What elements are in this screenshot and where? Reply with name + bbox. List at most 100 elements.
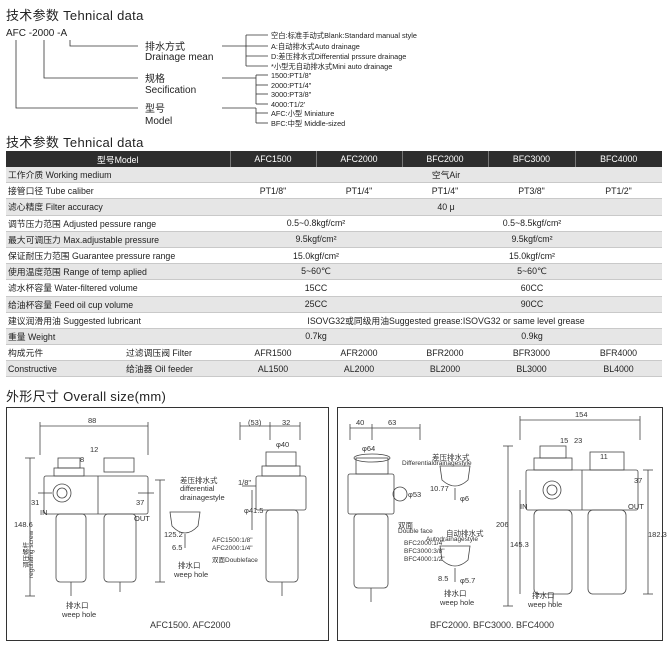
table-cell: PT1/2" bbox=[575, 182, 662, 200]
order-code-sep1: - bbox=[28, 28, 33, 39]
dim-label: 88 bbox=[88, 416, 97, 425]
section-title-3: 外形尺寸 Overall size(mm) bbox=[6, 389, 167, 404]
row-label: 最大可调压力 Max.adjustable pressure bbox=[6, 231, 230, 248]
dim-label: φ53 bbox=[408, 490, 422, 499]
row-label: 给油杯容量 Feed oil cup volume bbox=[6, 296, 230, 313]
drawing-caption-right: BFC2000. BFC3000. BFC4000 bbox=[430, 620, 555, 630]
table-cell: 9.5kgf/cm² bbox=[402, 231, 662, 248]
doubleface-cn: 双面 bbox=[398, 521, 413, 530]
construct-item-name: 过滤调压阀 Filter bbox=[126, 348, 192, 359]
dim-label: 31 bbox=[31, 498, 40, 507]
order-code-sep2: - bbox=[57, 28, 61, 39]
table-cell: 0.7kg bbox=[230, 328, 402, 346]
order-code-prefix: AFC bbox=[6, 28, 26, 39]
spec-option: 1500:PT1/8" bbox=[271, 71, 312, 80]
weep-hole-right-cn: 排水口 bbox=[444, 589, 467, 598]
diff-drain-right-cn: 差压排水式 bbox=[432, 453, 470, 462]
table-cell: 15.0kgf/cm² bbox=[230, 247, 402, 265]
bfc-note: BFC2000:1/4" bbox=[404, 540, 445, 547]
in-label-right: IN bbox=[520, 502, 528, 511]
dim-label: φ5.7 bbox=[460, 576, 476, 585]
table-cell: BFR2000 bbox=[402, 344, 488, 362]
table-cell: 0.9kg bbox=[402, 328, 662, 346]
header-cell: 型号Model bbox=[6, 151, 230, 167]
order-code-leader-lines bbox=[15, 34, 268, 124]
dim-label: φ6 bbox=[460, 494, 470, 503]
table-cell: AFR1500 bbox=[230, 344, 316, 362]
drain-option: D:差压排水式Differential prssure drainage bbox=[271, 52, 407, 61]
header-cell: AFC2000 bbox=[315, 151, 402, 167]
drawing-frame-left bbox=[6, 407, 329, 641]
dim-label: φ64 bbox=[362, 444, 376, 453]
table-cell: PT1/8" bbox=[230, 182, 316, 200]
in-label: IN bbox=[40, 508, 48, 517]
drain-option: A:自动排水式Auto drainage bbox=[271, 42, 360, 51]
row-label: 保证耐压力范围 Guarantee pressure range bbox=[6, 247, 230, 265]
row-label: 接管口径 Tube caliber bbox=[6, 182, 230, 200]
order-code: AFC -2000 -A bbox=[6, 28, 67, 39]
table-cell: ISOVG32或同级用油Suggested grease:ISOVG32 or … bbox=[230, 312, 662, 329]
model-label-cn: 型号 bbox=[145, 104, 165, 115]
row-label: 滤心精度 Filter accuracy bbox=[6, 198, 230, 216]
table-cell: PT1/4" bbox=[402, 182, 488, 200]
dim-label: 145.3 bbox=[510, 540, 529, 549]
construct-label: Constructive 给油器 Oil feeder bbox=[6, 360, 230, 378]
regulating-screw-en: regulating screw bbox=[28, 530, 35, 578]
table-cell: AL1500 bbox=[230, 360, 316, 378]
drainage-label-cn: 排水方式 bbox=[145, 42, 185, 53]
spec-label-en: Secification bbox=[145, 85, 197, 96]
weep-hole-front-cn: 排水口 bbox=[532, 591, 555, 600]
section-title-1: 技术参数 Tehnical data bbox=[6, 8, 144, 23]
weep-hole-label-cn: 排水口 bbox=[66, 601, 89, 610]
diff-drain-label-en1: differential bbox=[180, 484, 215, 493]
table-cell: 15CC bbox=[230, 279, 402, 297]
construct-item-name: 给油器 Oil feeder bbox=[126, 364, 193, 375]
dim-label: (53) bbox=[248, 418, 262, 427]
section-title-2: 技术参数 Tehnical data bbox=[6, 135, 144, 150]
construct-group-label: Constructive bbox=[8, 364, 57, 375]
dim-label: 8.5 bbox=[438, 574, 449, 583]
row-label: 调节压力范围 Adjusted pessure range bbox=[6, 215, 230, 232]
dim-label: 206 bbox=[496, 520, 509, 529]
table-cell: 60CC bbox=[402, 279, 662, 297]
auto-drain-en: Autodrainagestyle bbox=[426, 536, 479, 543]
row-label: 滤水杯容量 Water-filtered volume bbox=[6, 279, 230, 297]
dim-label: 148.6 bbox=[14, 520, 33, 529]
order-code-suffix: A bbox=[60, 28, 68, 39]
table-cell: BL4000 bbox=[575, 360, 662, 378]
row-label: 使用温度范围 Range of temp aplied bbox=[6, 263, 230, 281]
drain-option: *小型无自动排水式Mini auto drainage bbox=[271, 62, 393, 71]
dim-label: 32 bbox=[282, 418, 291, 427]
header-cell: AFC1500 bbox=[229, 151, 316, 167]
table-cell: 空气Air bbox=[230, 167, 662, 184]
auto-drain-cn: 自动排水式 bbox=[446, 529, 484, 538]
dim-label: 63 bbox=[388, 418, 397, 427]
header-cell: BFC2000 bbox=[401, 151, 488, 167]
dim-label: 182.3 bbox=[648, 530, 667, 539]
construct-group-label: 构成元件 bbox=[8, 348, 44, 359]
dim-label: 11 bbox=[600, 452, 608, 461]
table-cell: BFR4000 bbox=[575, 344, 662, 362]
out-label: OUT bbox=[134, 514, 150, 523]
header-cell: BFC3000 bbox=[487, 151, 575, 167]
table-row: 最大可调压力 Max.adjustable pressure 9.5kgf/cm²… bbox=[6, 231, 662, 248]
dim-label: φ41.5 bbox=[244, 506, 264, 515]
weep-hole-front-en: weep hole bbox=[528, 600, 563, 609]
table-cell: AFR2000 bbox=[316, 344, 402, 362]
drain-option: 空白:标准手动式Blank:Standard manual style bbox=[271, 31, 417, 40]
diff-drain-label-cn: 差压排水式 bbox=[180, 476, 218, 485]
table-cell: AL2000 bbox=[316, 360, 402, 378]
spec-table: 型号Model AFC1500 AFC2000 BFC2000 BFC3000 … bbox=[6, 151, 662, 378]
table-cell: PT3/8" bbox=[488, 182, 575, 200]
row-label: 工作介质 Working medium bbox=[6, 167, 230, 184]
spec-option: 4000:T1/2' bbox=[271, 100, 306, 109]
dim-label: 8 bbox=[80, 455, 85, 464]
table-cell: 0.5~8.5kgf/cm² bbox=[402, 215, 662, 232]
